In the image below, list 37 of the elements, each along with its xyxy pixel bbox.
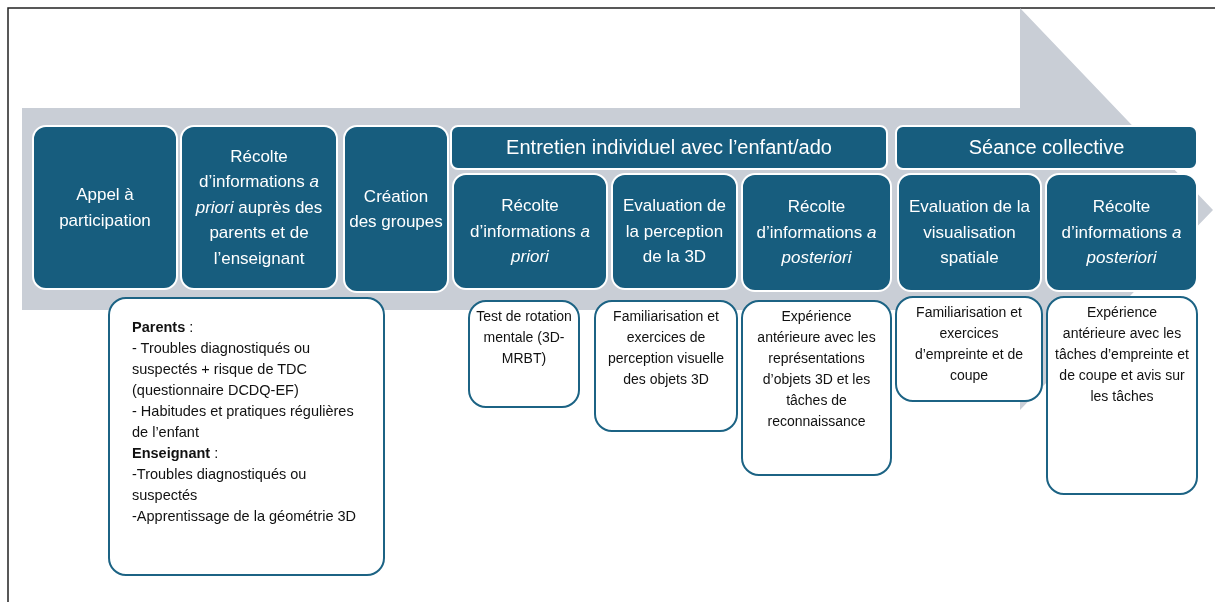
- box-text: -Troubles diagnostiqués ou suspectés: [132, 465, 308, 506]
- process-box: [180, 125, 338, 290]
- note-box: [468, 300, 580, 408]
- box-text: Séance collective: [968, 136, 1125, 159]
- box-text: Récolte d’informations a priori auprès des parents et de l’enseignant: [194, 145, 324, 270]
- box-text: -Apprentissage de la géométrie 3D: [132, 507, 357, 527]
- process-box: [611, 173, 738, 290]
- box-text: Test de rotation mentale (3D-MRBT): [476, 307, 572, 368]
- process-box: [452, 173, 608, 290]
- note-box: [741, 300, 892, 476]
- note-box: [108, 297, 385, 576]
- box-text: Expérience antérieure avec les représentations d’objets 3D et les tâches de reconnaissance: [756, 307, 877, 431]
- process-box: [343, 125, 449, 293]
- process-box: [32, 125, 178, 290]
- box-text: Evaluation de la perception de la 3D: [622, 195, 727, 269]
- box-text: Appel à participation: [58, 184, 152, 232]
- process-box: [897, 173, 1042, 292]
- process-box: [741, 173, 892, 292]
- phase-header: [450, 125, 888, 170]
- box-text: - Troubles diagnostiqués ou suspectés + risque de TDC (questionnaire DCDQ-EF): [132, 339, 312, 401]
- box-text: Parents :: [132, 318, 194, 337]
- process-box: [1045, 173, 1198, 292]
- box-text: Familiarisation et exercices d’empreinte et de coupe: [913, 303, 1025, 385]
- box-text: Familiarisation et exercices de perception visuelle des objets 3D: [607, 307, 725, 389]
- note-box: [1046, 296, 1198, 495]
- box-text: - Habitudes et pratiques régulières de l’enfant: [132, 402, 355, 443]
- box-text: Expérience antérieure avec les tâches d’empreinte et de coupe et avis sur les tâches: [1054, 303, 1190, 406]
- box-text: Evaluation de la visualisation spatiale: [908, 196, 1031, 270]
- box-text: Récolte d’informations a priori: [469, 195, 591, 269]
- box-text: Entretien individuel avec l’enfant/ado: [506, 136, 832, 159]
- note-box: [594, 300, 738, 432]
- box-text: Enseignant :: [132, 444, 219, 464]
- box-text: Récolte d’informations a posteriori: [755, 196, 878, 270]
- phase-header: [895, 125, 1198, 170]
- box-text: Récolte d’informations a posteriori: [1060, 196, 1183, 270]
- box-text: Création des groupes: [349, 185, 443, 233]
- note-box: [895, 296, 1043, 402]
